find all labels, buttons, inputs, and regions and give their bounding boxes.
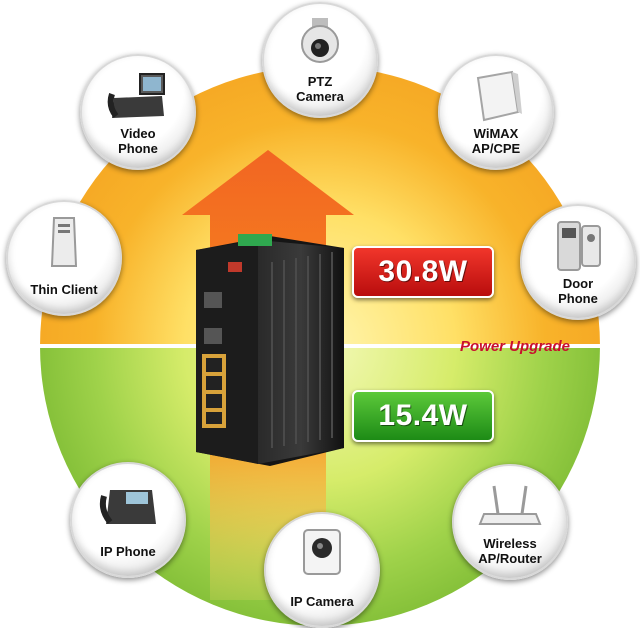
device-wireless-ap-router: Wireless AP/Router xyxy=(452,464,568,580)
wimax-ap-icon xyxy=(476,70,522,122)
power-upgrade-label: Power Upgrade xyxy=(460,338,571,355)
device-label: IP Camera xyxy=(290,594,354,609)
device-label: WiMAX AP/CPE xyxy=(471,126,521,156)
power-badge-30w: 30.8W xyxy=(352,246,494,298)
device-door-phone: Door Phone xyxy=(520,204,636,320)
thin-client-icon xyxy=(50,217,78,267)
power-badge-15w: 15.4W xyxy=(352,390,494,442)
ip-camera-icon xyxy=(303,529,341,575)
device-label: Video Phone xyxy=(118,126,158,156)
wireless-router-icon xyxy=(478,485,542,525)
device-label: PTZ Camera xyxy=(296,74,344,104)
device-label: IP Phone xyxy=(100,544,156,559)
device-label: Thin Client xyxy=(30,282,98,297)
ip-phone-icon xyxy=(99,490,156,524)
ptz-camera-icon xyxy=(301,18,339,63)
device-label: Wireless AP/Router xyxy=(478,536,542,566)
device-wimax-ap-cpe: WiMAX AP/CPE xyxy=(438,54,554,170)
door-phone-icon xyxy=(557,221,601,271)
device-ip-phone: IP Phone xyxy=(70,462,186,578)
video-phone-icon xyxy=(107,73,165,118)
device-video-phone: Video Phone xyxy=(80,54,196,170)
device-thin-client: Thin Client xyxy=(6,200,122,316)
poe-switch-icon xyxy=(196,234,344,466)
device-label: Door Phone xyxy=(558,276,598,306)
device-ip-camera: IP Camera xyxy=(264,512,380,628)
device-ptz-camera: PTZ Camera xyxy=(262,2,378,118)
